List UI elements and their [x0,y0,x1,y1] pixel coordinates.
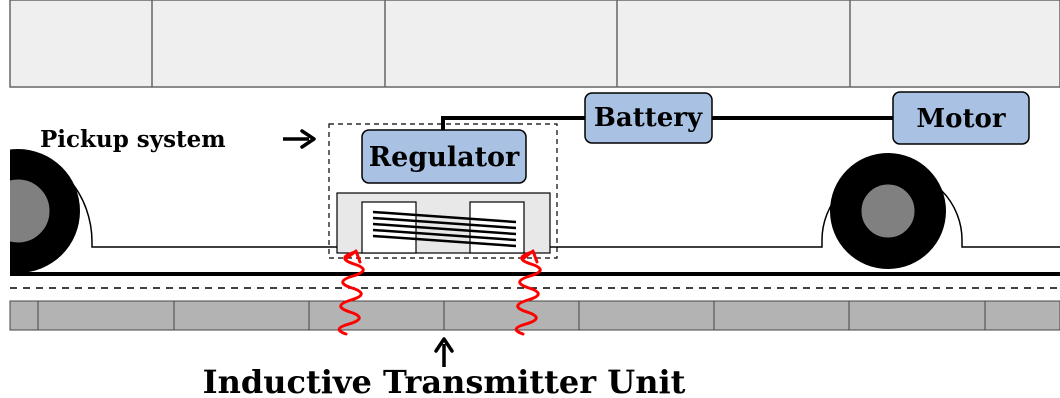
transmitter-arrow-icon [434,337,454,367]
regulator-label: Regulator [369,142,520,173]
bus-window-strip [9,0,1060,88]
power-wiring [441,116,893,130]
motor-label: Motor [916,104,1005,134]
left-wheel [0,140,80,280]
pickup-system-boundary [328,123,558,259]
regulator-box: Regulator [361,129,527,184]
pickup-system-label: Pickup system [40,126,226,153]
motor-box: Motor [892,91,1030,145]
magnetic-field-left-arrowhead [345,249,362,264]
pickup-coil [336,192,551,254]
battery-box: Battery [584,92,713,144]
magnetic-field-right-icon [514,250,542,336]
magnetic-field-left-icon [337,250,365,336]
magnetic-field-right-arrowhead [522,249,539,264]
battery-label: Battery [594,103,703,133]
right-wheel [830,153,946,269]
transmitter-label: Inductive Transmitter Unit [203,363,686,398]
pickup-arrow-icon [283,129,316,149]
